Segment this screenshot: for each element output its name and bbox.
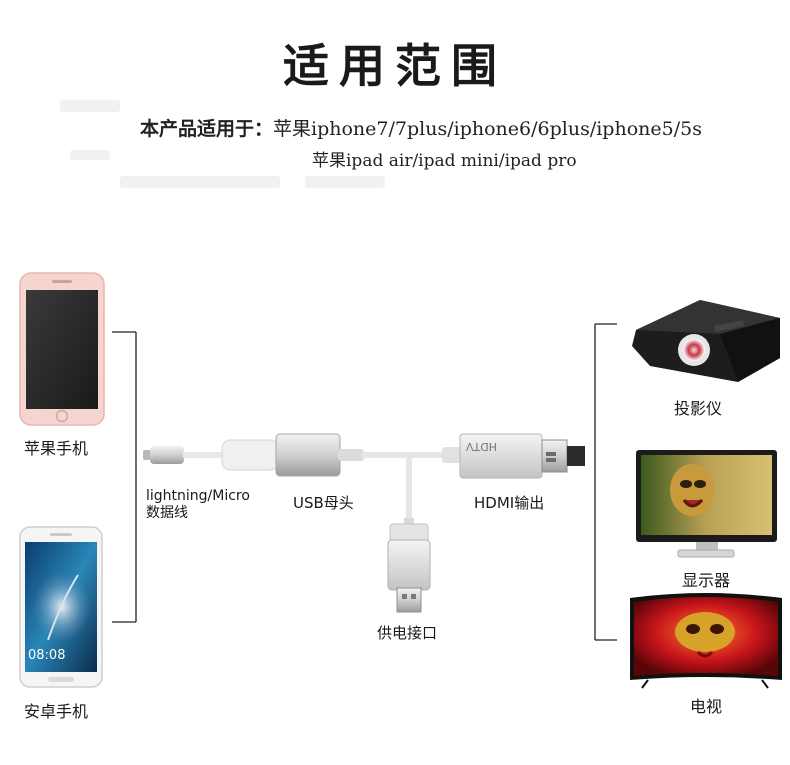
monitor-image: [636, 450, 777, 558]
right-bracket: [594, 323, 617, 641]
hdmi-connector: [459, 433, 585, 479]
faded-background-text: [70, 150, 110, 160]
tv-image: [630, 593, 782, 689]
hdmi-output-label: HDMI输出: [474, 494, 545, 512]
android-phone-image: [19, 526, 103, 688]
left-bracket: [112, 331, 137, 623]
usb-female-label: USB母头: [293, 494, 354, 512]
lightning-cable-label-line2: 数据线: [146, 505, 188, 521]
tv-label: 电视: [690, 697, 723, 716]
power-interface-label: 供电接口: [377, 624, 438, 642]
faded-background-text: [305, 176, 385, 188]
compatibility-iphone-models: 苹果iphone7/7plus/iphone6/6plus/iphone5/5s: [273, 118, 702, 140]
compatibility-label: 本产品适用于：: [140, 118, 274, 140]
hdmi-print: HDTV: [466, 440, 497, 453]
android-phone-label: 安卓手机: [24, 702, 89, 721]
compatibility-line-1: 本产品适用于：苹果iphone7/7plus/iphone6/6plus/iph…: [140, 114, 702, 141]
page-title: 适用范围: [283, 39, 507, 93]
faded-background-text: [120, 176, 280, 188]
faded-background-text: [60, 100, 120, 112]
compatibility-ipad-models: 苹果ipad air/ipad mini/ipad pro: [312, 151, 577, 171]
lightning-cable-label: lightning/Micro 数据线: [146, 488, 250, 522]
iphone-image: [19, 272, 105, 426]
monitor-label: 显示器: [682, 571, 731, 590]
projector-label: 投影仪: [674, 399, 723, 418]
usb-power-plug: [387, 518, 431, 613]
cable-assembly: [143, 433, 462, 518]
android-clock: 08:08: [28, 648, 66, 663]
lightning-cable-label-line1: lightning/Micro: [146, 488, 250, 504]
projector-image: [632, 300, 780, 382]
iphone-label: 苹果手机: [24, 439, 89, 458]
